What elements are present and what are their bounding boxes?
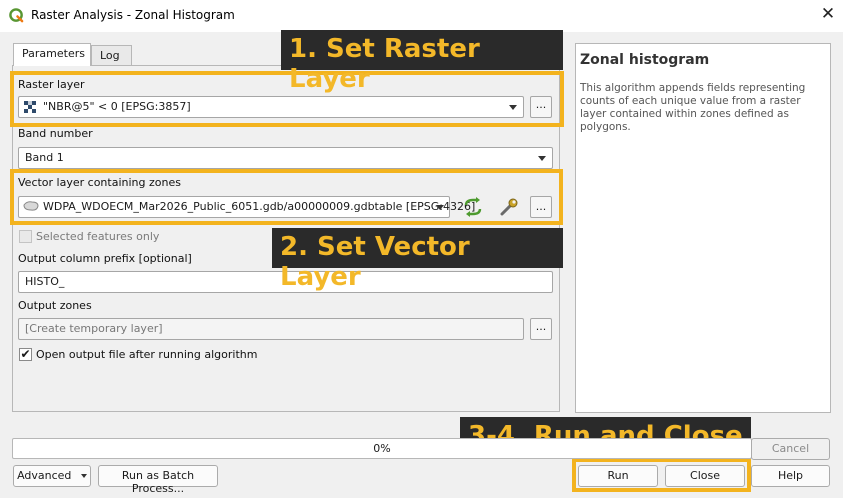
chevron-down-icon xyxy=(538,156,546,161)
chevron-down-icon xyxy=(80,474,87,478)
qgis-logo-icon xyxy=(9,8,24,23)
raster-layer-label: Raster layer xyxy=(18,78,85,91)
run-batch-button[interactable]: Run as Batch Process... xyxy=(98,465,218,495)
callout-set-raster: 1. Set Raster Layer xyxy=(281,30,563,94)
raster-layer-icon xyxy=(24,101,36,113)
tab-parameters[interactable]: Parameters xyxy=(13,43,91,66)
polygon-layer-icon xyxy=(23,201,39,211)
help-pane: Zonal histogram This algorithm appends f… xyxy=(575,43,831,413)
output-prefix-label: Output column prefix [optional] xyxy=(18,252,192,265)
help-body: This algorithm appends fields representi… xyxy=(580,82,806,133)
output-browse-button[interactable]: ... xyxy=(530,318,552,340)
selected-features-checkbox[interactable] xyxy=(19,230,32,243)
window-close-button[interactable]: ✕ xyxy=(820,4,836,24)
chevron-down-icon xyxy=(436,205,444,210)
band-number-label: Band number xyxy=(18,127,93,140)
advanced-label: Advanced xyxy=(17,469,72,482)
open-output-label: Open output file after running algorithm xyxy=(36,348,258,361)
cancel-button[interactable]: Cancel xyxy=(751,438,830,460)
open-output-checkbox[interactable]: ✔ xyxy=(19,347,32,361)
run-button[interactable]: Run xyxy=(578,465,658,487)
window-title: Raster Analysis - Zonal Histogram xyxy=(31,8,235,22)
advanced-button[interactable]: Advanced xyxy=(13,465,91,487)
output-zones-placeholder: [Create temporary layer] xyxy=(25,322,163,335)
vector-layer-combo[interactable]: WDPA_WDOECM_Mar2026_Public_6051.gdb/a000… xyxy=(18,196,475,218)
help-button[interactable]: Help xyxy=(751,465,830,487)
output-zones-label: Output zones xyxy=(18,299,92,312)
run-close-highlight-box xyxy=(572,458,751,492)
raster-layer-combo[interactable]: "NBR@5" < 0 [EPSG:3857] xyxy=(18,96,524,118)
wrench-icon[interactable] xyxy=(497,195,521,219)
raster-layer-value: "NBR@5" < 0 [EPSG:3857] xyxy=(43,100,191,113)
raster-browse-button[interactable]: ... xyxy=(530,96,552,118)
tab-log[interactable]: Log xyxy=(91,45,132,65)
callout-set-vector: 2. Set Vector Layer xyxy=(272,228,563,292)
vector-browse-button[interactable]: ... xyxy=(530,196,552,218)
iterate-icon[interactable] xyxy=(462,196,484,218)
vector-layer-label: Vector layer containing zones xyxy=(18,176,181,189)
band-number-value: Band 1 xyxy=(25,151,64,164)
close-button[interactable]: Close xyxy=(665,465,745,487)
output-prefix-input[interactable]: HISTO_ xyxy=(18,271,553,293)
output-prefix-value: HISTO_ xyxy=(25,275,65,288)
vector-highlight-box xyxy=(10,169,563,225)
raster-highlight-box xyxy=(10,71,564,127)
output-zones-input[interactable]: [Create temporary layer] xyxy=(18,318,524,340)
progress-text: 0% xyxy=(373,442,391,455)
title-bar xyxy=(0,0,843,32)
vector-layer-value: WDPA_WDOECM_Mar2026_Public_6051.gdb/a000… xyxy=(43,200,476,213)
help-title: Zonal histogram xyxy=(580,52,710,68)
selected-features-label: Selected features only xyxy=(36,230,160,243)
chevron-down-icon xyxy=(509,105,517,110)
band-number-combo[interactable]: Band 1 xyxy=(18,147,553,169)
progress-bar: 0% xyxy=(12,438,752,459)
